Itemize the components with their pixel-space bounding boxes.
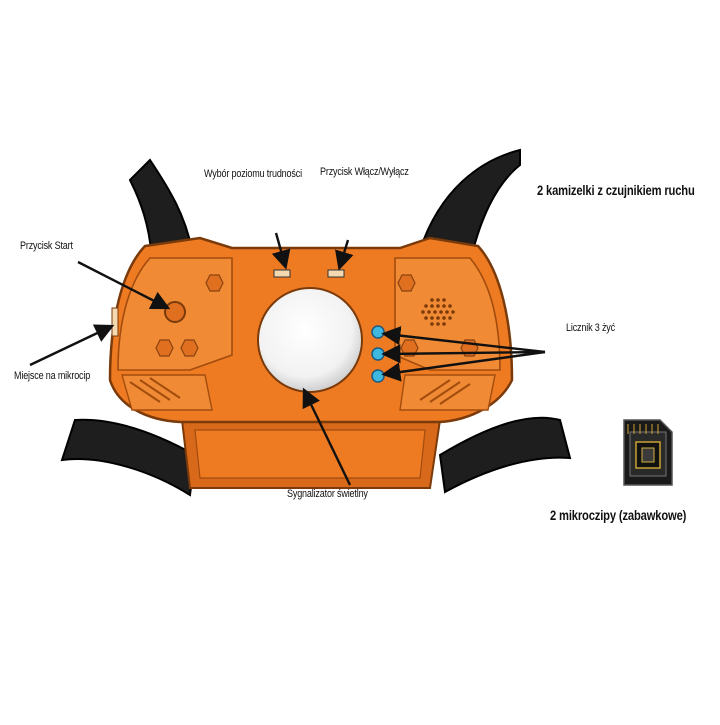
label-lives: Licznik 3 żyć xyxy=(566,322,616,334)
left-vents xyxy=(129,377,181,403)
arrow-lives-1 xyxy=(381,326,546,354)
arrow-power xyxy=(335,239,354,271)
arrow-difficulty xyxy=(271,232,291,270)
right-vents xyxy=(419,379,471,405)
label-difficulty: Wybór poziomu trudności xyxy=(204,168,302,180)
chip-slot xyxy=(111,307,119,337)
label-power: Przycisk Włącz/Wyłącz xyxy=(320,166,409,178)
life-led-1 xyxy=(371,325,385,339)
label-vests: 2 kamizelki z czujnikiem ruchu xyxy=(537,182,695,198)
life-led-2 xyxy=(371,347,385,361)
arrow-start xyxy=(77,260,171,310)
speaker-grille xyxy=(421,298,455,326)
arrows xyxy=(29,232,546,486)
microchip-image xyxy=(623,419,673,486)
difficulty-switch xyxy=(273,269,291,278)
label-chips: 2 mikroczipy (zabawkowe) xyxy=(550,507,687,523)
arrow-light xyxy=(302,387,352,486)
left-vent-panel xyxy=(121,374,213,411)
label-start: Przycisk Start xyxy=(20,240,73,252)
strap-bottom-left xyxy=(60,418,197,497)
arrow-lives-2 xyxy=(381,344,546,364)
light-signal xyxy=(257,287,363,393)
arrow-chip xyxy=(29,324,115,367)
strap-bottom-right xyxy=(438,416,572,494)
label-light: Sygnalizator świetlny xyxy=(287,488,368,500)
start-button xyxy=(164,301,186,323)
power-switch xyxy=(327,269,345,278)
label-chip-slot: Miejsce na mikrocip xyxy=(14,370,91,382)
life-leds xyxy=(371,325,385,383)
right-vent-panel xyxy=(399,374,496,411)
arrow-lives-3 xyxy=(381,350,546,382)
life-led-3 xyxy=(371,369,385,383)
